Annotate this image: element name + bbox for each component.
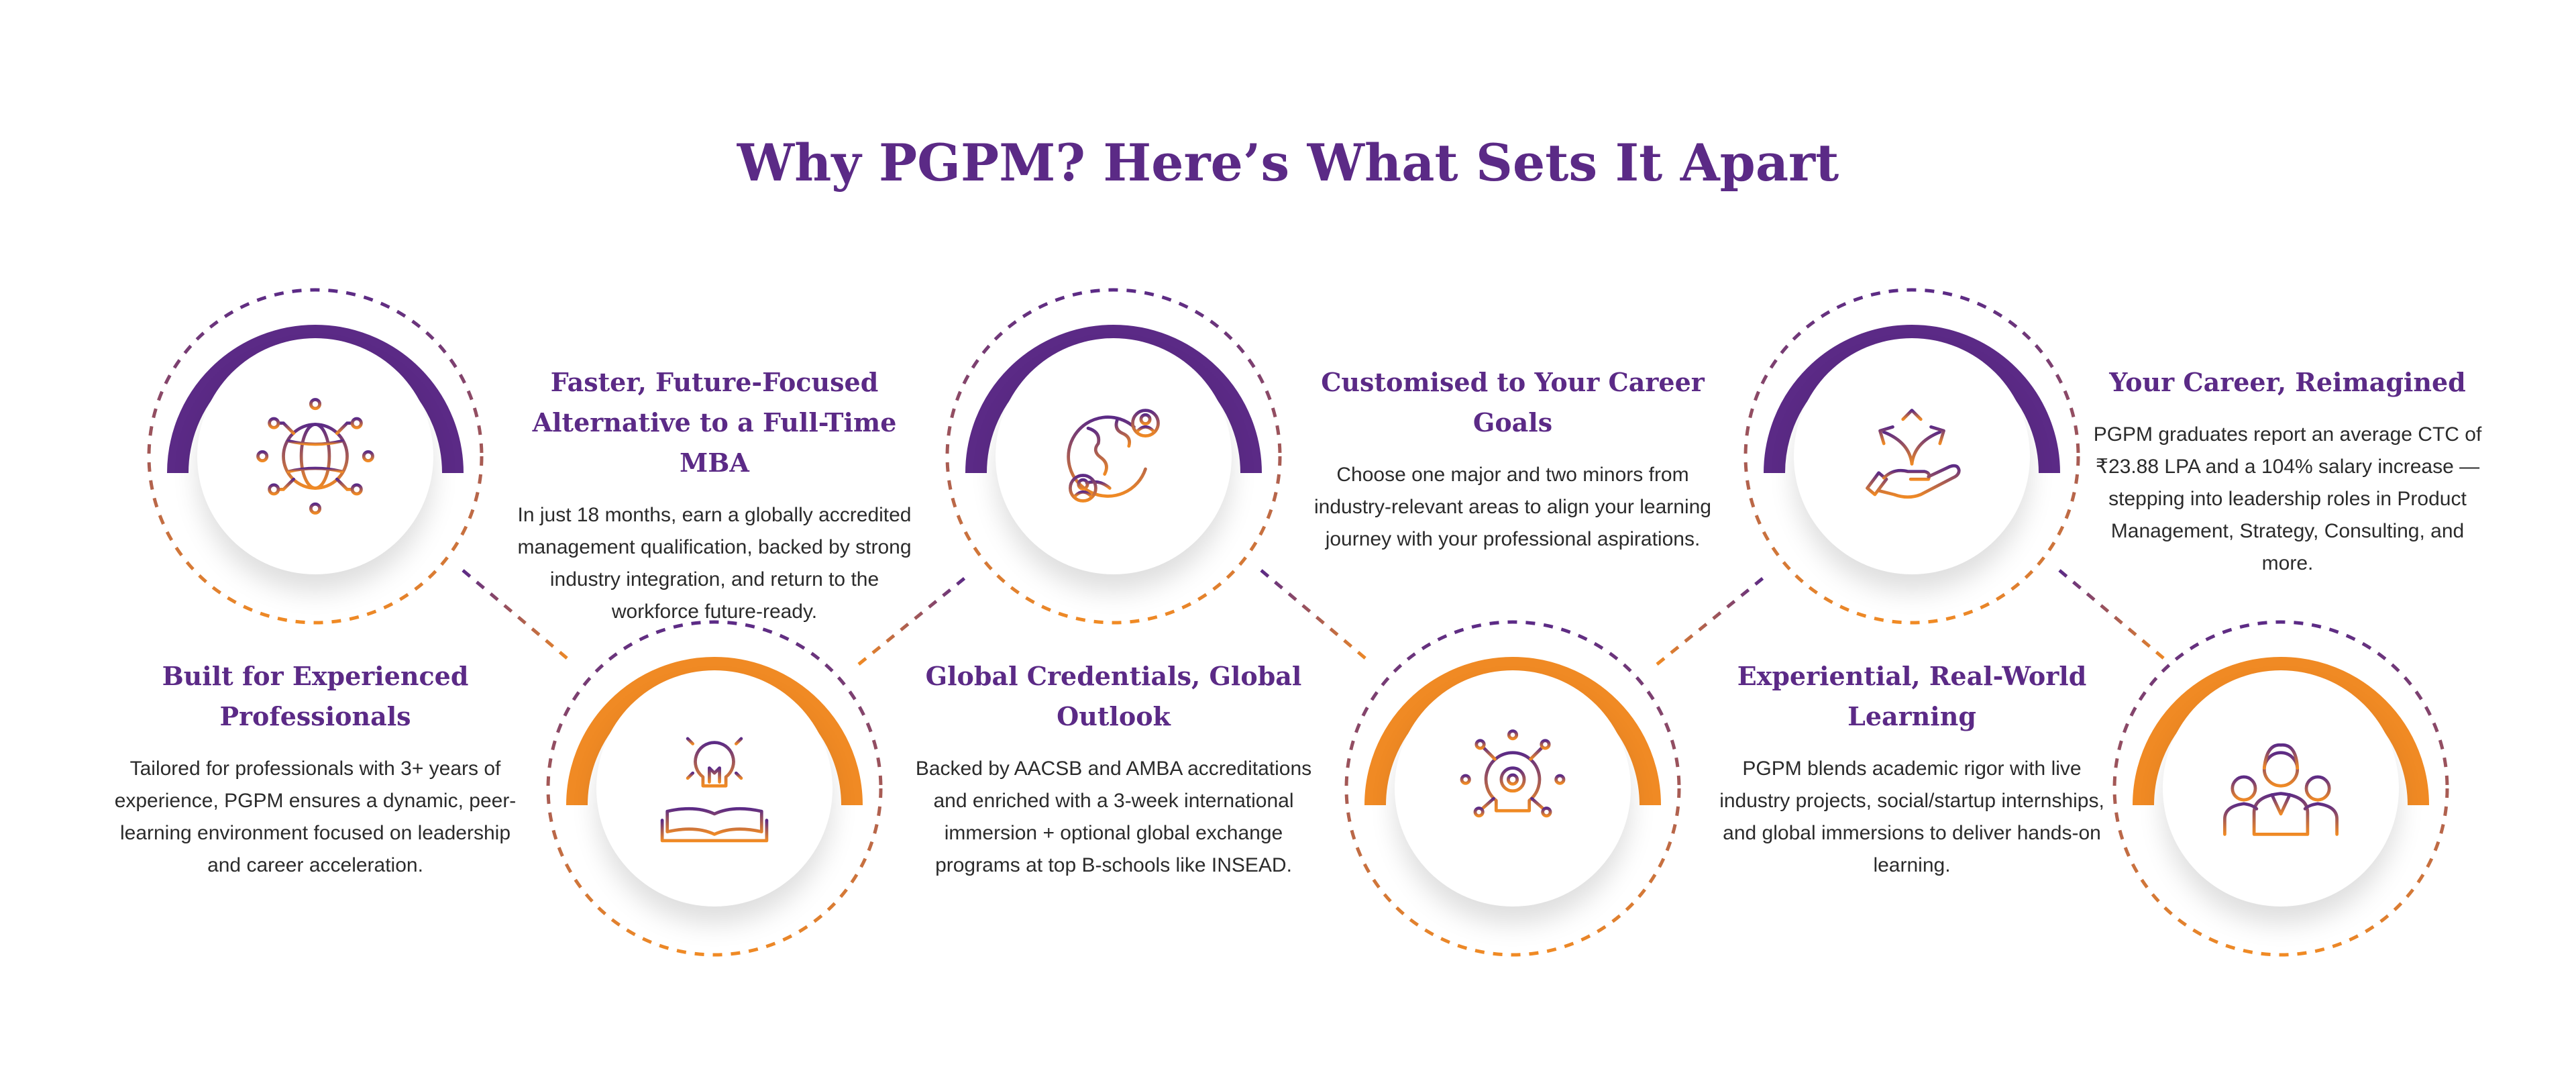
dashed-ring	[2112, 620, 2449, 957]
feature-description: PGPM graduates report an average CTC of …	[2093, 423, 2482, 574]
icon-disc	[1395, 670, 1631, 907]
feature-description: Choose one major and two minors from ind…	[1314, 464, 1711, 550]
feature-description: PGPM blends academic rigor with live ind…	[1719, 758, 2104, 876]
connector-line	[2058, 569, 2168, 662]
connector-line	[1260, 569, 1370, 662]
feature-node-career	[2106, 614, 2455, 963]
feature-title: Customised to Your Career Goals	[1321, 367, 1705, 437]
connector-line	[857, 576, 967, 666]
feature-text-customised: Customised to Your Career Goals Choose o…	[1311, 362, 1714, 556]
feature-title: Faster, Future-Focused Alternative to a …	[532, 367, 897, 478]
feature-node-global	[939, 282, 1288, 631]
dashed-ring	[1743, 288, 2080, 625]
icon-disc	[596, 670, 833, 907]
feature-text-experiential: Experiential, Real-World Learning PGPM b…	[1711, 656, 2113, 882]
feature-description: Backed by AACSB and AMBA accreditations …	[915, 758, 1312, 876]
page-title: Why PGPM? Here’s What Sets It Apart	[737, 133, 1839, 193]
feature-description: In just 18 months, earn a globally accre…	[517, 504, 912, 623]
feature-title: Experiential, Real-World Learning	[1737, 661, 2087, 731]
feature-title: Your Career, Reimagined	[2109, 367, 2466, 397]
feature-text-global: Global Credentials, Global Outlook Backe…	[912, 656, 1315, 882]
connector-line	[462, 569, 572, 662]
icon-disc	[2163, 670, 2399, 907]
feature-title: Built for Experienced Professionals	[162, 661, 469, 731]
globe-people-icon	[1050, 393, 1177, 520]
feature-node-customised	[1338, 614, 1687, 963]
feature-node-faster	[540, 614, 889, 963]
global-network-icon	[252, 393, 379, 520]
feature-text-career: Your Career, Reimagined PGPM graduates r…	[2086, 362, 2489, 580]
feature-title: Global Credentials, Global Outlook	[925, 661, 1302, 731]
dashed-ring	[546, 620, 883, 957]
dashed-ring	[1344, 620, 1681, 957]
dashed-ring	[147, 288, 484, 625]
feature-text-faster: Faster, Future-Focused Alternative to a …	[513, 362, 916, 628]
team-icon	[2217, 725, 2345, 852]
lightbulb-book-icon	[651, 725, 778, 852]
feature-description: Tailored for professionals with 3+ years…	[114, 758, 517, 876]
gear-bulb-icon	[1449, 725, 1576, 852]
feature-text-experienced: Built for Experienced Professionals Tail…	[114, 656, 517, 882]
feature-node-experiential	[1737, 282, 2086, 631]
hand-arrows-icon	[1848, 393, 1976, 520]
icon-disc	[996, 338, 1232, 574]
feature-node-experienced	[141, 282, 490, 631]
connector-line	[1656, 576, 1766, 666]
dashed-ring	[945, 288, 1282, 625]
